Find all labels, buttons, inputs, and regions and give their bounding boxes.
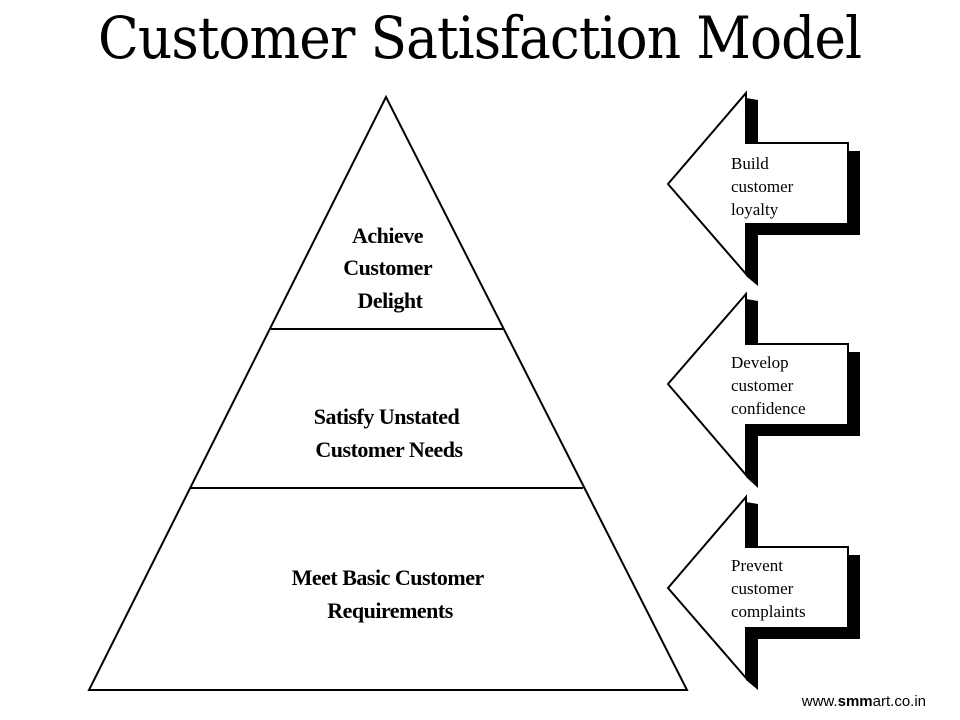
tier-bottom-line-1: Meet Basic Customer [292,565,485,590]
arrow-1-line-2: customer [731,177,794,196]
arrow-label: Prevent customer complaints [731,556,806,621]
page-title: Customer Satisfaction Model [98,4,862,72]
tier-top-line-3: Delight [358,288,424,313]
tier-middle-line-1: Satisfy Unstated [314,404,460,429]
tier-middle-label: Satisfy Unstated Customer Needs [314,404,464,462]
arrow-3-line-3: complaints [731,602,806,621]
tier-top-line-1: Achieve [352,223,424,248]
arrow-left-icon [666,90,849,277]
arrow-2-line-3: confidence [731,399,806,418]
pyramid: Achieve Customer Delight Satisfy Unstate… [87,94,689,691]
arrow-3-line-1: Prevent [731,556,783,575]
tier-top-label: Achieve Customer Delight [343,223,436,313]
arrow-label: Develop customer confidence [731,353,806,418]
footer-url: www.smmart.co.in [802,693,926,710]
tier-bottom-label: Meet Basic Customer Requirements [292,565,489,623]
arrow-left-icon [666,291,849,478]
footer-url-suffix: art.co.in [872,693,926,710]
arrow-1-line-3: loyalty [731,200,779,219]
arrow-label: Build customer loyalty [731,154,798,219]
arrow-3-line-2: customer [731,579,794,598]
arrow-1-line-1: Build [731,154,769,173]
tier-bottom-line-2: Requirements [327,598,454,623]
arrow-2-line-2: customer [731,376,794,395]
arrow-left-icon [666,494,849,681]
arrow-prevent-complaints: Prevent customer complaints [666,494,860,690]
arrow-2-line-1: Develop [731,353,789,372]
tier-top-line-2: Customer [343,255,433,280]
pyramid-outline [87,94,689,691]
arrow-develop-confidence: Develop customer confidence [666,291,860,488]
arrow-build-loyalty: Build customer loyalty [666,90,860,286]
footer-url-prefix: www. [801,693,838,710]
footer-url-brand: smm [837,693,873,710]
tier-middle-line-2: Customer Needs [315,437,463,462]
